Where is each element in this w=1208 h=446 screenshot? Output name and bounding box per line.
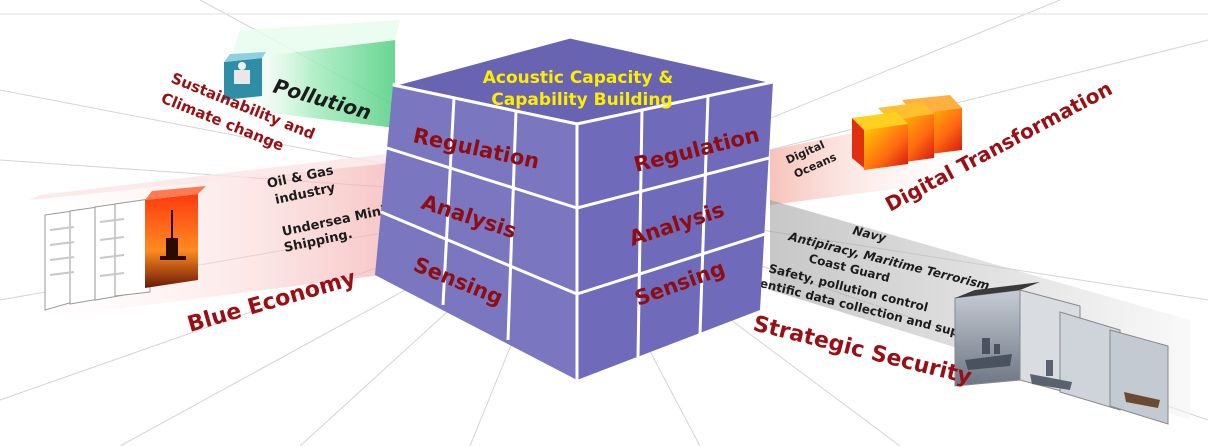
central-cube: Acoustic Capacity & Capability Building … [375,35,774,380]
cube-right-face [577,82,773,380]
security-arm: Navy Antipiracy, Maritime Terrorism Coas… [739,200,1190,425]
cube-left-face [375,85,577,380]
sustainability-arm: Sustainability and Climate change Pollut… [159,20,400,155]
cube-top-label-line2: Capability Building [491,90,672,110]
digital-cubes [852,95,962,170]
ship-photos [954,282,1169,425]
blue-economy-arm: Oil & Gas industry Undersea Mining, Ship… [30,150,420,338]
pollution-photo [224,52,266,100]
oil-rig-photo [145,186,206,288]
cube-top-label-line1: Acoustic Capacity & [483,68,674,88]
document-panels [44,198,151,311]
